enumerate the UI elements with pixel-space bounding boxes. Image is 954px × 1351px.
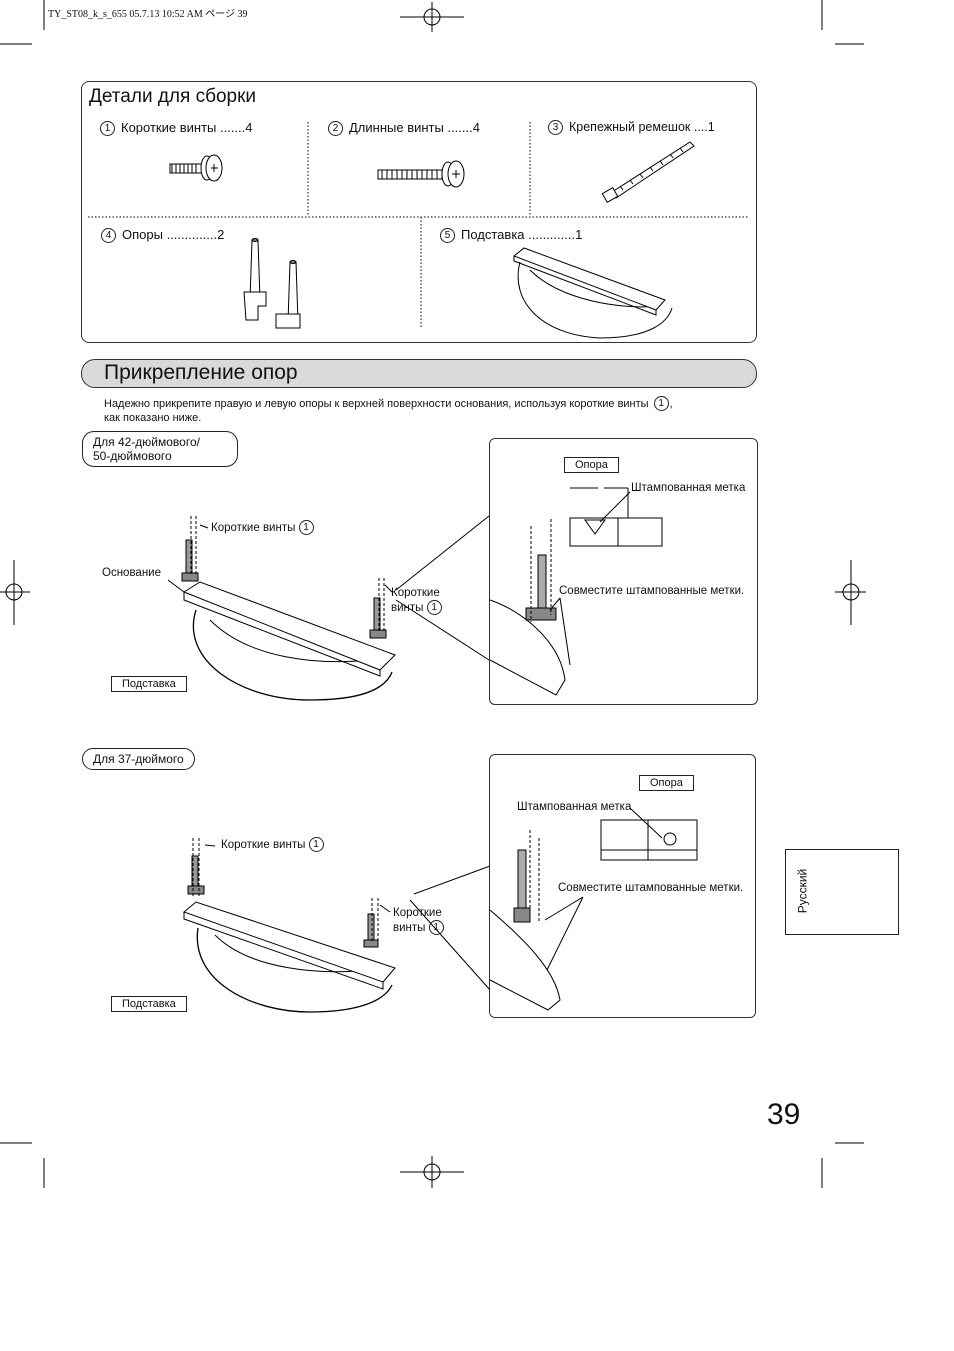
stand-icon — [513, 247, 673, 339]
stamped-mark-label-a: Штампованная метка — [631, 482, 746, 494]
cable-tie-icon — [601, 141, 695, 204]
registration-mark-top — [400, 2, 464, 32]
leg-tag-b: Опора — [639, 775, 694, 791]
leg-tag-a: Опора — [564, 457, 619, 473]
section-title: Прикрепление опор — [104, 361, 298, 384]
long-screw-icon — [377, 160, 465, 188]
model-label-37: Для 37-дюймого — [82, 748, 195, 770]
align-label-b: Совместите штампованные метки. — [558, 882, 744, 894]
stand-tag-a: Подставка — [111, 676, 187, 692]
section-banner: Прикрепление опор — [81, 359, 757, 388]
parts-box — [81, 81, 757, 343]
short-screws-label-a1: Короткие винты 1 — [211, 520, 320, 535]
page-number: 39 — [767, 1098, 801, 1131]
print-header: TY_ST08_k_s_655 05.7.13 10:52 AM ページ 39 — [48, 9, 248, 20]
stand-tag-b: Подставка — [111, 996, 187, 1012]
assembly-diagram-37 — [183, 838, 396, 1013]
parts-title: Детали для сборки — [89, 86, 257, 107]
leg-icon — [243, 238, 301, 329]
intro-text: Надежно прикрепите правую и левую опоры … — [104, 396, 673, 424]
assembly-diagram-42-50 — [167, 516, 396, 701]
detail-diagram-42-50 — [489, 487, 663, 696]
short-screw-icon — [169, 154, 223, 182]
base-label: Основание — [102, 567, 161, 579]
align-label-a: Совместите штампованные метки. — [559, 585, 745, 597]
language-tab: Русский — [785, 849, 899, 935]
detail-diagram-37 — [489, 807, 698, 1011]
detail-box-b — [489, 754, 756, 1018]
detail-box-a — [489, 438, 758, 705]
stamped-mark-label-b: Штампованная метка — [517, 801, 632, 813]
model-label-42-50: Для 42-дюймового/50-дюймового — [82, 431, 238, 467]
short-screws-label-b1: Короткие винты 1 — [221, 837, 330, 852]
